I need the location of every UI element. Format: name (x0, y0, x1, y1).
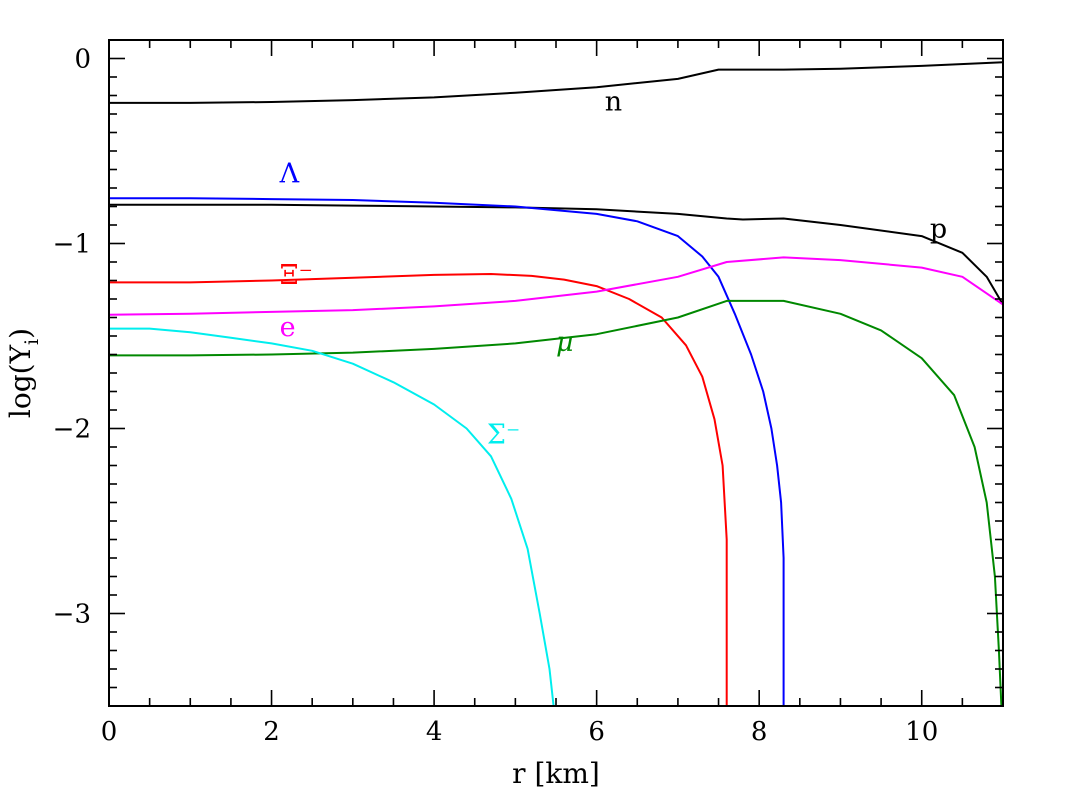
plot-frame (108, 39, 1004, 707)
y-axis-title-close: ) (4, 328, 37, 339)
x-tick-label-1: 2 (263, 717, 280, 747)
series-line-3 (109, 273, 728, 706)
x-tick-label-0: 0 (101, 717, 118, 747)
x-tick-label-5: 10 (905, 717, 938, 747)
axis-ticks (108, 40, 1004, 706)
series-label-6: Σ⁻ (487, 419, 520, 450)
series-line-1 (109, 203, 1004, 306)
x-tick-label-4: 8 (751, 717, 768, 747)
series-line-5 (109, 299, 1003, 707)
y-tick-label-2: −2 (53, 415, 91, 445)
x-axis-title: r [km] (512, 757, 600, 790)
series-lines (108, 61, 1004, 707)
series-labels: n p Λ Ξ⁻ e μΣ⁻ (279, 86, 947, 450)
series-label-4: e (280, 312, 296, 343)
series-label-2: Λ (279, 158, 300, 189)
y-axis-title-subscript: i (21, 339, 43, 345)
series-line-2 (109, 197, 785, 706)
y-axis-title: log(Yi) (4, 328, 43, 418)
y-axis-title-main: log(Y (4, 344, 37, 418)
series-label-5: μ (556, 327, 574, 358)
series-label-1: p (930, 214, 947, 245)
y-tick-label-1: −1 (53, 230, 91, 260)
y-tick-label-3: −3 (53, 600, 91, 630)
x-tick-label-3: 6 (588, 717, 605, 747)
series-label-0: n (605, 86, 622, 117)
series-label-3: Ξ⁻ (280, 260, 313, 291)
series-line-6 (109, 327, 555, 707)
series-line-4 (108, 256, 1004, 316)
x-tick-label-2: 4 (426, 717, 443, 747)
series-line-0 (109, 61, 1004, 104)
y-tick-label-0: 0 (74, 45, 91, 75)
tick-labels: 0 2 4 6 8 10 0 −1 −2 −3 (53, 45, 939, 748)
